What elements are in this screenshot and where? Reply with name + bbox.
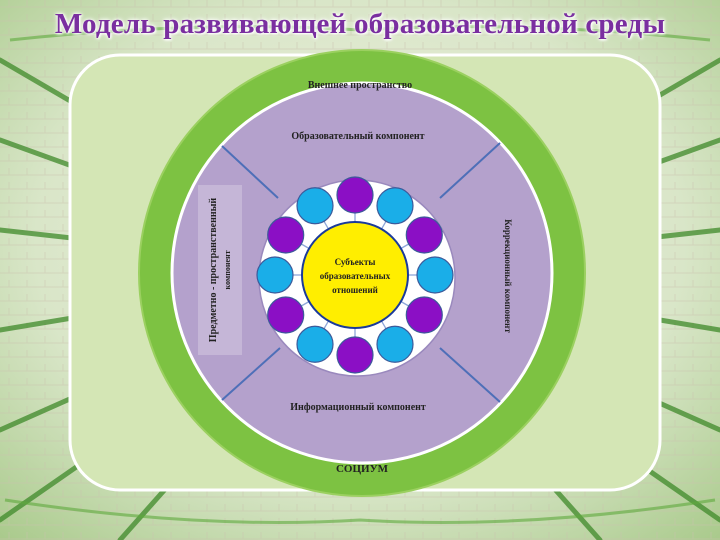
correction-component-label: Коррекционный компонент xyxy=(503,219,513,333)
participant-circle-9 xyxy=(267,296,305,334)
participant-circle-1 xyxy=(336,176,374,214)
spoke-6 xyxy=(380,320,387,330)
spoke-12 xyxy=(323,220,330,230)
center-label-line1: Субъекты xyxy=(335,257,376,267)
information-component-label: Информационный компонент xyxy=(290,402,426,413)
participant-circle-3 xyxy=(405,216,443,254)
spoke-3 xyxy=(400,243,410,250)
participant-circle-4 xyxy=(416,256,454,294)
participant-circles xyxy=(256,176,454,374)
spoke-2 xyxy=(380,220,387,230)
left-component-box xyxy=(198,185,242,355)
educational-component-label: Образовательный компонент xyxy=(291,131,424,142)
center-circle xyxy=(301,221,409,329)
outer-space-label: Внешнее пространство xyxy=(308,80,412,91)
divider-top-left xyxy=(221,145,279,199)
participant-circle-7 xyxy=(336,336,374,374)
slide-title: Модель развивающей образовательной среды xyxy=(54,8,666,40)
society-label: СОЦИУМ xyxy=(336,463,389,475)
spatial-component-label-line1: Предметно - пространственный xyxy=(208,198,219,343)
center-label-line3: отношений xyxy=(332,285,378,295)
spoke-11 xyxy=(300,243,310,250)
participant-circle-11 xyxy=(267,216,305,254)
sector-dividers xyxy=(221,142,501,403)
spoke-9 xyxy=(300,300,310,307)
spatial-component-label-line2: компонент xyxy=(223,250,232,289)
participant-circle-2 xyxy=(376,187,414,225)
spokes xyxy=(293,213,417,337)
participant-circle-10 xyxy=(256,256,294,294)
participant-circle-8 xyxy=(296,325,334,363)
spoke-8 xyxy=(323,320,330,330)
divider-top-right xyxy=(439,142,501,199)
participant-circle-5 xyxy=(405,296,443,334)
participant-circle-12 xyxy=(296,187,334,225)
participant-circle-6 xyxy=(376,325,414,363)
divider-bottom-right xyxy=(439,347,501,403)
divider-bottom-left xyxy=(221,347,281,401)
center-label-line2: образовательных xyxy=(320,271,391,281)
spoke-5 xyxy=(400,300,410,307)
